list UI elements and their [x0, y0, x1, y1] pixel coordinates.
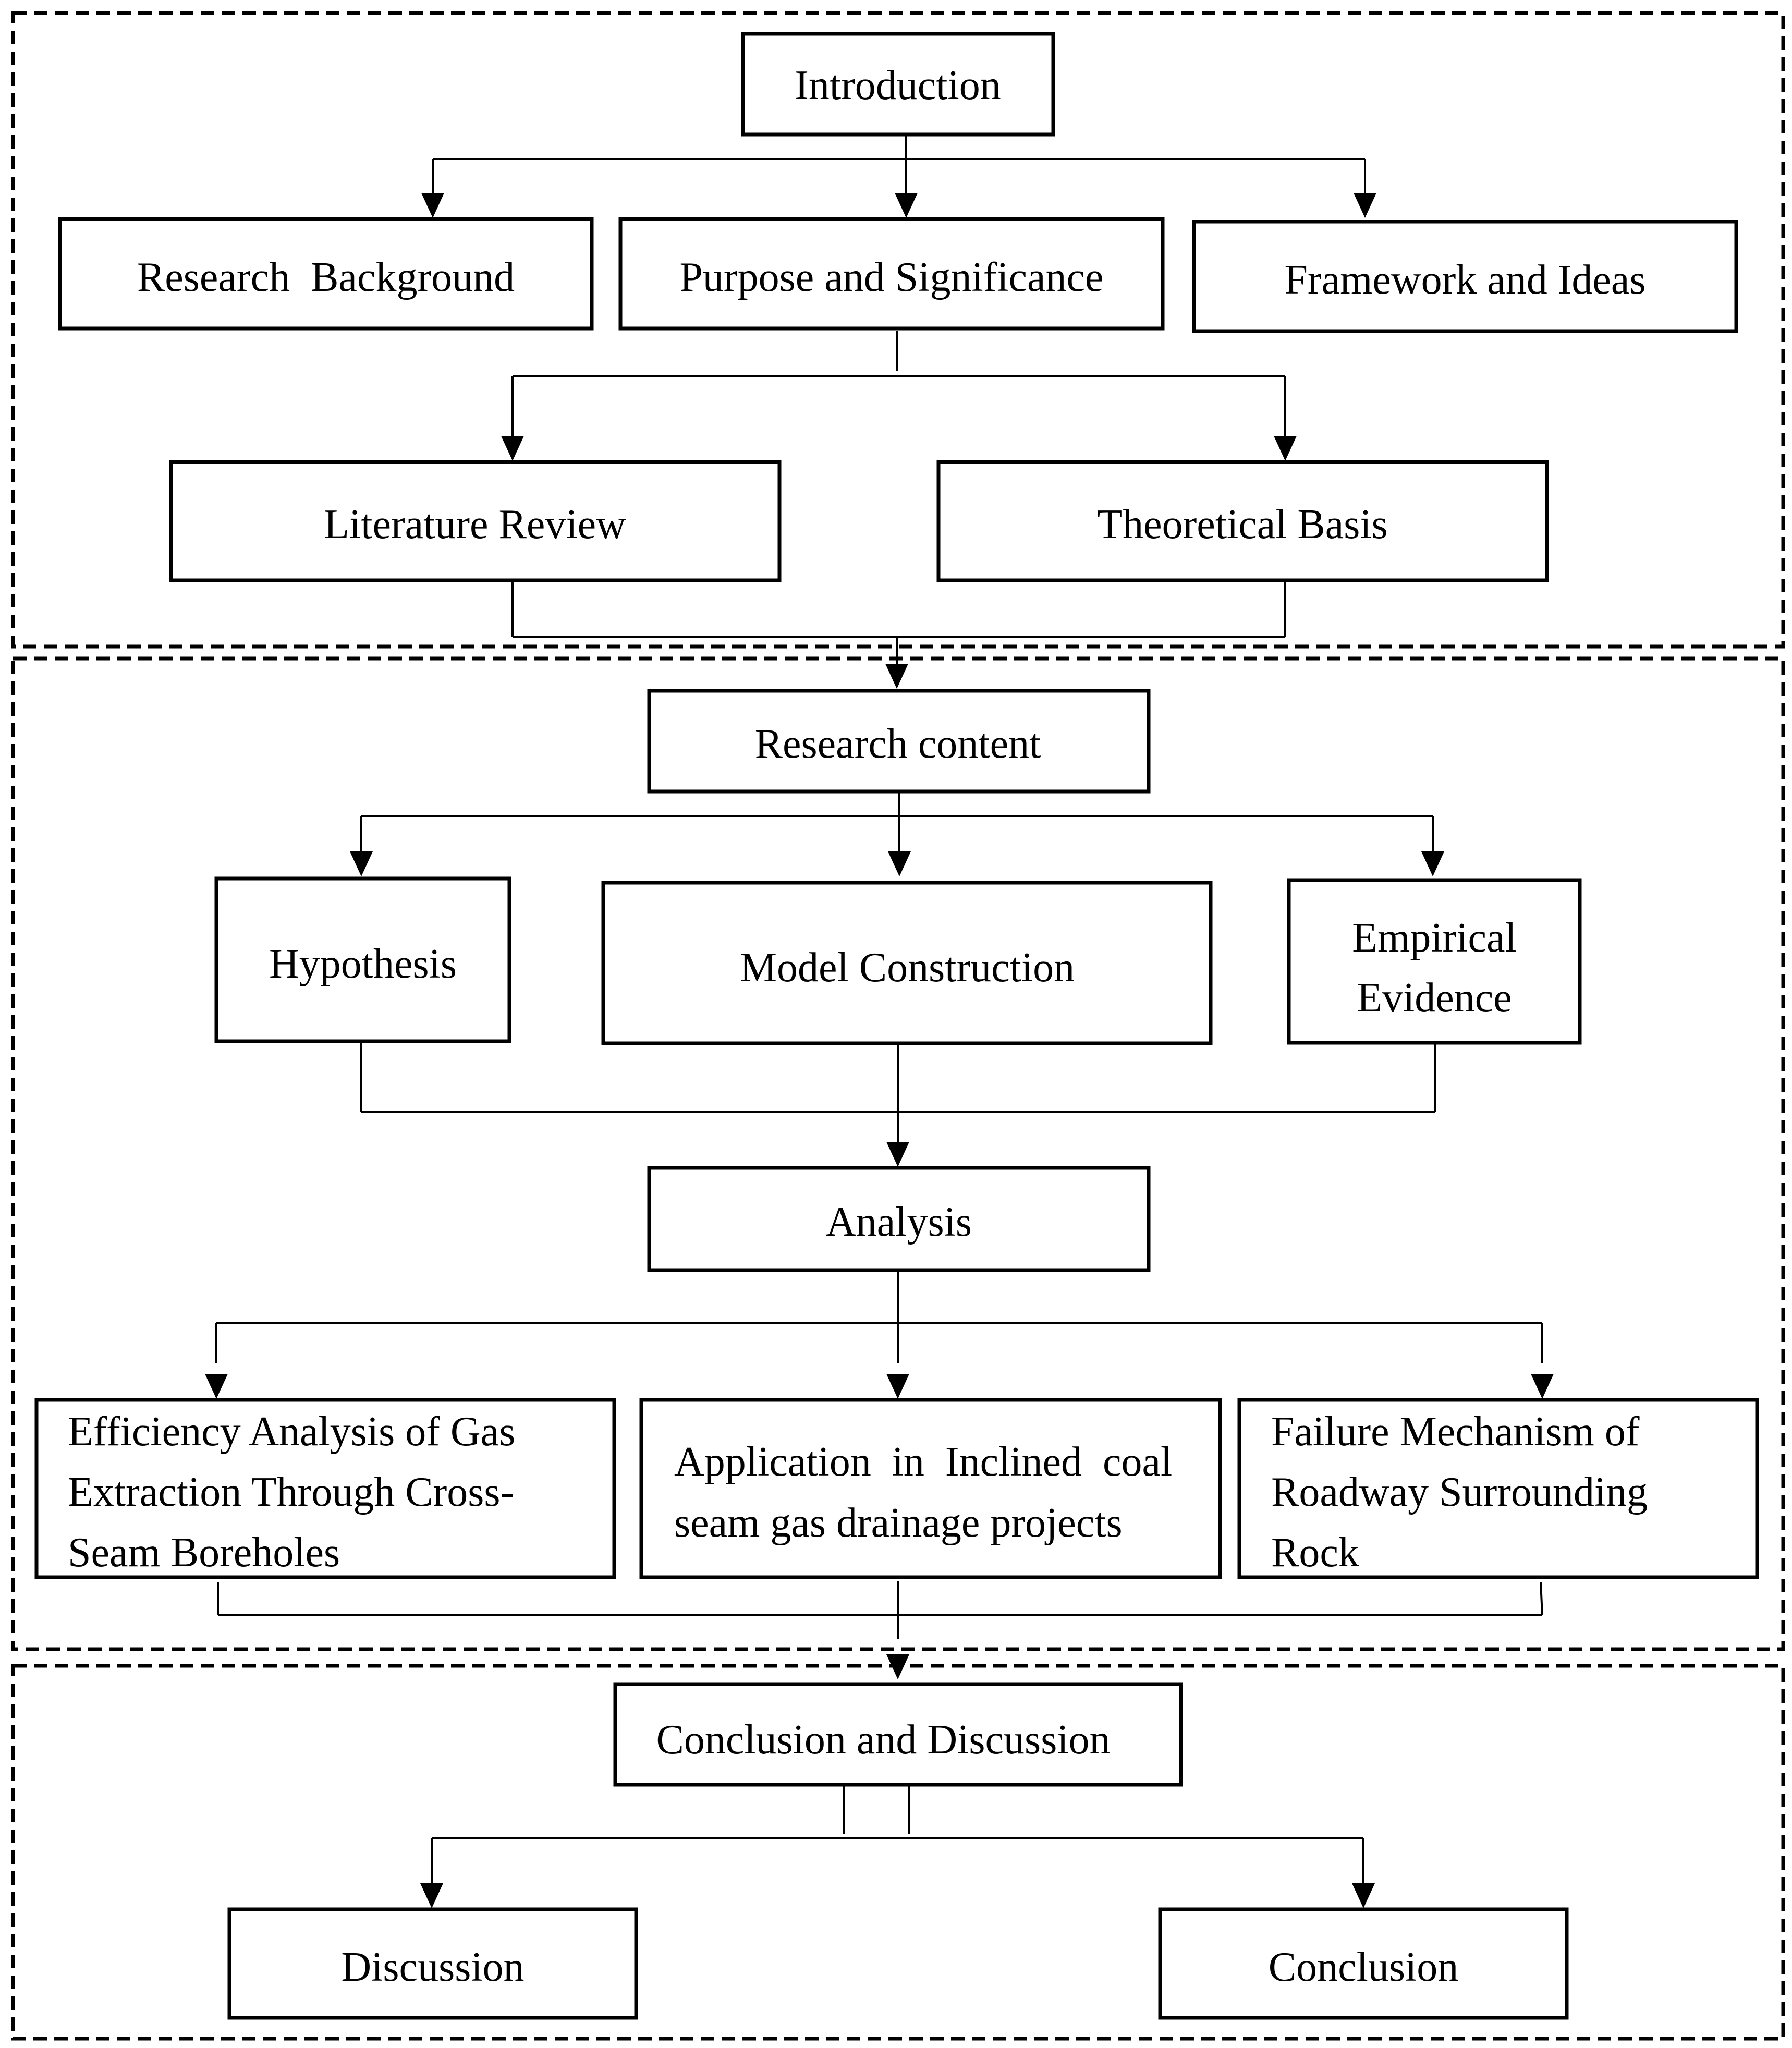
research-background-label: Research Background: [137, 254, 515, 300]
arrow-to-conclusion: [1352, 1883, 1375, 1908]
literature-review-label: Literature Review: [324, 502, 626, 547]
literature-review-box: Literature Review: [169, 460, 782, 582]
application-inclined-line-2: seam gas drainage projects: [674, 1500, 1123, 1546]
purpose-significance-label: Purpose and Significance: [679, 254, 1103, 300]
failure-mechanism-line-2: Roadway Surrounding: [1271, 1469, 1648, 1515]
theoretical-basis-box: Theoretical Basis: [936, 460, 1549, 582]
conclusion-discussion-box: Conclusion and Discussion: [613, 1682, 1183, 1787]
arrowheads: [205, 193, 1554, 1908]
section-introduction: [11, 11, 1785, 649]
arrow-to-hypothesis: [350, 851, 373, 876]
theoretical-basis-label: Theoretical Basis: [1097, 502, 1388, 547]
research-background-box: Research Background: [58, 217, 594, 331]
analysis-label: Analysis: [826, 1199, 972, 1245]
analysis-box: Analysis: [647, 1166, 1151, 1272]
efficiency-analysis-line-3: Seam Boreholes: [68, 1530, 340, 1576]
arrow-to-theoretical-basis: [1274, 436, 1297, 461]
efficiency-analysis-line-1: Efficiency Analysis of Gas: [68, 1409, 515, 1455]
introduction-label: Introduction: [795, 63, 1001, 108]
arrow-to-research-background: [421, 193, 444, 218]
model-construction-box: Model Construction: [601, 881, 1213, 1045]
conclusion-label: Conclusion: [1269, 1944, 1458, 1990]
connectors-introduction: [432, 135, 1366, 674]
arrow-to-analysis: [886, 1142, 909, 1167]
empirical-evidence-line-2: Evidence: [1357, 975, 1512, 1021]
efficiency-analysis-line-2: Extraction Through Cross-: [68, 1469, 514, 1515]
hypothesis-box: Hypothesis: [214, 876, 511, 1043]
empirical-evidence-box: Empirical Evidence: [1287, 878, 1582, 1045]
arrow-to-purpose-significance: [895, 193, 918, 218]
hypothesis-label: Hypothesis: [269, 941, 457, 987]
arrow-to-failure-mechanism: [1531, 1374, 1554, 1399]
framework-ideas-box: Framework and Ideas: [1192, 220, 1738, 333]
research-content-box: Research content: [647, 689, 1151, 794]
discussion-label: Discussion: [341, 1944, 524, 1990]
failure-mechanism-box: Failure Mechanism of Roadway Surrounding…: [1237, 1398, 1759, 1579]
arrow-to-discussion: [420, 1883, 443, 1908]
arrow-to-conclusion-discussion: [886, 1654, 909, 1679]
discussion-box: Discussion: [227, 1907, 638, 2020]
framework-ideas-label: Framework and Ideas: [1284, 257, 1645, 303]
research-content-label: Research content: [755, 721, 1041, 767]
model-construction-label: Model Construction: [740, 945, 1075, 991]
conclusion-box: Conclusion: [1158, 1907, 1569, 2020]
section-research: [11, 656, 1785, 1651]
failure-mechanism-line-3: Rock: [1271, 1530, 1359, 1576]
introduction-box: Introduction: [741, 32, 1055, 137]
arrow-to-model-construction: [888, 851, 911, 876]
application-inclined-line-1: Application in Inclined coal: [674, 1439, 1172, 1485]
arrow-to-empirical-evidence: [1421, 851, 1444, 876]
application-inclined-box: Application in Inclined coal seam gas dr…: [639, 1398, 1222, 1579]
conclusion-discussion-label: Conclusion and Discussion: [656, 1717, 1110, 1763]
arrow-to-literature-review: [501, 436, 524, 461]
failure-mechanism-line-1: Failure Mechanism of: [1271, 1409, 1640, 1455]
connectors-research: [215, 791, 1543, 1639]
purpose-significance-box: Purpose and Significance: [618, 217, 1165, 331]
arrow-to-research-content: [885, 664, 908, 689]
arrow-to-framework-ideas: [1354, 193, 1376, 218]
efficiency-analysis-box: Efficiency Analysis of Gas Extraction Th…: [34, 1398, 616, 1579]
empirical-evidence-line-1: Empirical: [1352, 915, 1516, 961]
arrow-to-efficiency-analysis: [205, 1374, 228, 1399]
arrow-to-application-inclined: [886, 1374, 909, 1399]
connectors-conclusion: [431, 1785, 1364, 1883]
